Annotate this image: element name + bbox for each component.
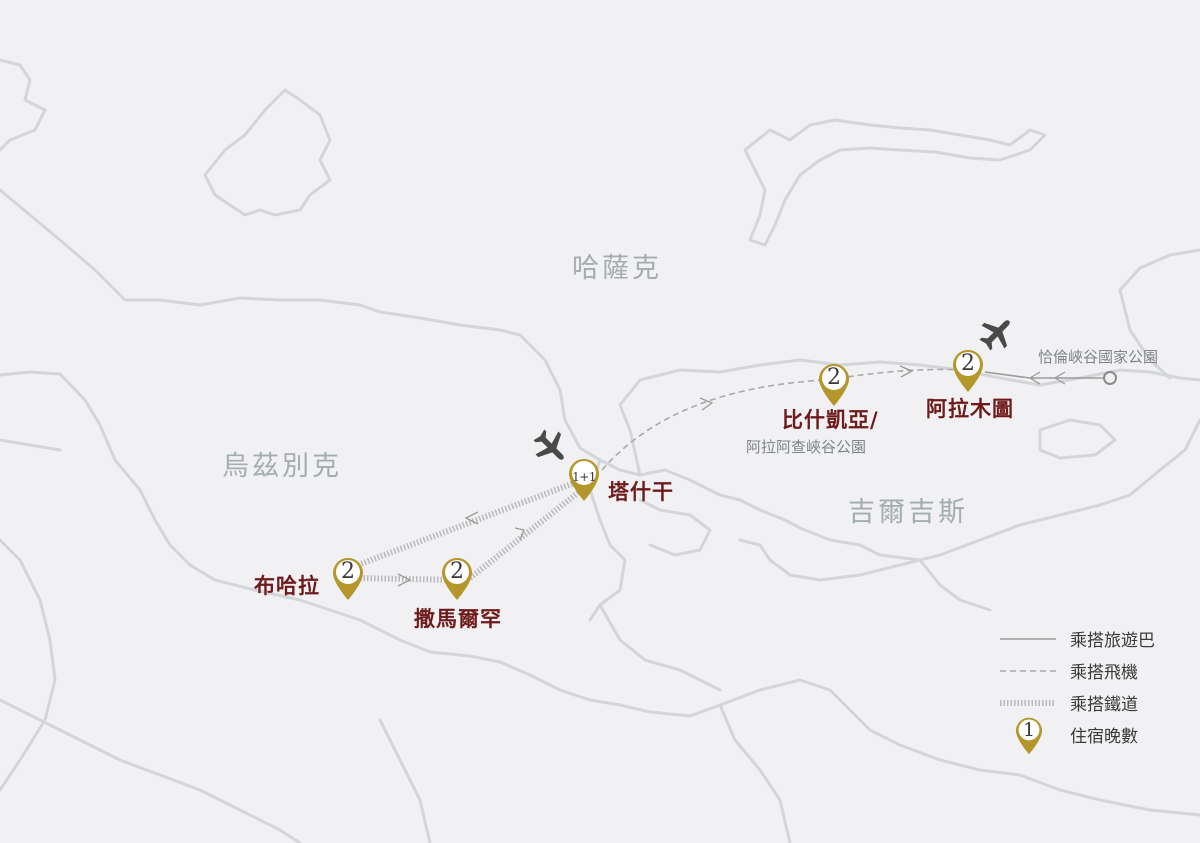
legend-label-bus: 乘搭旅遊巴 (1070, 631, 1155, 651)
flight-route (601, 368, 966, 471)
map-pin-icon (953, 350, 983, 392)
airplane-icon (978, 314, 1016, 352)
flight-line-icon (1000, 670, 1056, 672)
legend-row-rail: 乘搭鐵道 (1000, 686, 1190, 718)
city-sublabel-ala-archa: 阿拉阿查峽谷公園 (746, 438, 867, 456)
map-pin-icon (819, 364, 849, 406)
pin-nights-bukhara: 2 (341, 559, 355, 584)
city-label-samarkand: 撒馬爾罕 (414, 606, 502, 631)
country-label-kazakhstan: 哈薩克 (572, 253, 662, 284)
origin-circle-marker-icon (1103, 371, 1117, 385)
rail-routes (348, 477, 586, 583)
map-pin-icon (442, 558, 472, 600)
city-label-almaty: 阿拉木圖 (926, 396, 1014, 421)
map-pin-icon (333, 558, 363, 600)
country-label-kyrgyzstan: 吉爾吉斯 (848, 497, 968, 528)
pin-nights-almaty: 2 (961, 351, 975, 376)
lake-outline (743, 118, 1047, 247)
legend-map-pin-icon: 1 (1014, 716, 1044, 756)
country-borders (0, 58, 1200, 843)
bus-line-icon (1000, 638, 1056, 640)
region-outline-north (203, 88, 332, 217)
legend-nights-sample: 1 (1022, 719, 1036, 741)
country-label-uzbekistan: 烏茲別克 (222, 451, 342, 482)
airplane-icon (532, 428, 570, 466)
map-pin-icon (569, 459, 599, 501)
legend-row-bus: 乘搭旅遊巴 (1000, 622, 1190, 654)
city-label-charyn: 恰倫峽谷國家公園 (1038, 348, 1159, 366)
legend-row-nights: 1 住宿晚數 (1000, 716, 1190, 758)
legend-row-flight: 乘搭飛機 (1000, 654, 1190, 686)
map-pin-almaty[interactable]: 2 (951, 348, 985, 394)
pin-nights-tashkent: 1+1 (572, 470, 596, 484)
issyk-lake-outline (1038, 418, 1117, 460)
legend-label-flight: 乘搭飛機 (1070, 663, 1138, 683)
city-label-bukhara: 布哈拉 (254, 573, 320, 598)
pin-nights-bishkek: 2 (827, 365, 841, 390)
city-label-tashkent: 塔什干 (608, 479, 674, 504)
pin-nights-samarkand: 2 (450, 559, 464, 584)
legend-label-rail: 乘搭鐵道 (1070, 695, 1138, 715)
map-pin-bukhara[interactable]: 2 (331, 556, 365, 602)
legend-label-nights: 住宿晚數 (1070, 727, 1138, 747)
map-legend: 乘搭旅遊巴 乘搭飛機 乘搭鐵道 1 住宿晚數 (1000, 622, 1190, 758)
map-pin-samarkand[interactable]: 2 (440, 556, 474, 602)
city-label-bishkek: 比什凱亞/ (782, 407, 879, 432)
map-pin-bishkek[interactable]: 2 (817, 362, 851, 408)
map-pin-tashkent[interactable]: 1+1 (567, 457, 601, 503)
rail-line-icon (1000, 700, 1056, 706)
